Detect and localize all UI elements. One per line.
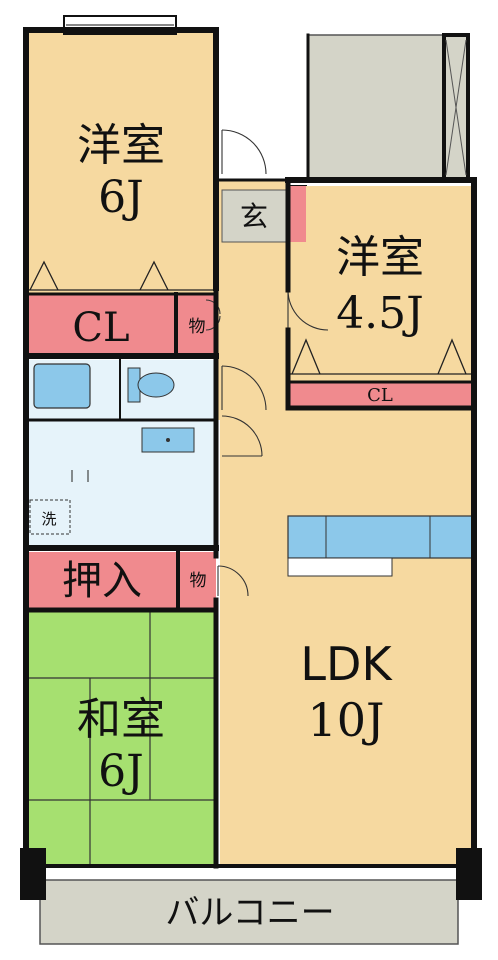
door-swing-icon [71,129,329,597]
western-room-1-name: 洋室 [77,120,165,171]
closet-marker-icon [139,260,169,291]
column-cross-line [445,39,467,176]
laundry-label: 洗 [41,510,56,528]
balcony [39,879,459,945]
closet-1-label: CL [72,305,129,351]
ldk-size: 10J [308,693,385,747]
structural-column [456,848,482,900]
tatami-lines [26,612,216,866]
japanese-room [26,612,216,866]
bathtub-icon [33,363,91,409]
storage-1-label: 物 [189,317,206,337]
laundry-space [29,499,71,535]
toilet-icon [137,372,175,398]
walls [23,27,477,869]
storage-1 [178,294,216,356]
closet-marker-icon [29,260,59,291]
closet-2-label: CL [367,385,393,406]
japanese-room-size: 6J [98,746,144,797]
entrance-label: 玄 [240,200,268,233]
kitchen-counter-icon [287,515,475,559]
japanese-room-name: 和室 [77,694,165,745]
exterior-void [307,34,445,181]
shoe-box-overlay [288,186,306,242]
ldk-room [220,408,474,866]
structural-column [20,848,46,900]
closet-2 [288,382,474,406]
closet-marker-icon [291,338,321,375]
drain-icon [166,438,170,442]
ldk-name: LDK [300,637,393,691]
closet-1 [26,294,176,356]
storage-2 [180,552,216,608]
oshiire-label: 押入 [62,558,142,604]
western-room-1 [26,32,216,294]
western-room-2-size: 4.5J [336,288,424,339]
western-room-1-size: 6J [98,172,144,223]
western-room-2 [288,186,474,382]
closet-marker-icon [437,338,467,375]
oshiire-closet [26,552,178,608]
balcony-label: バルコニー [165,893,334,933]
storage-2-label: 物 [190,571,207,591]
western-room-2-name: 洋室 [336,232,424,283]
kitchen-base [287,557,393,577]
